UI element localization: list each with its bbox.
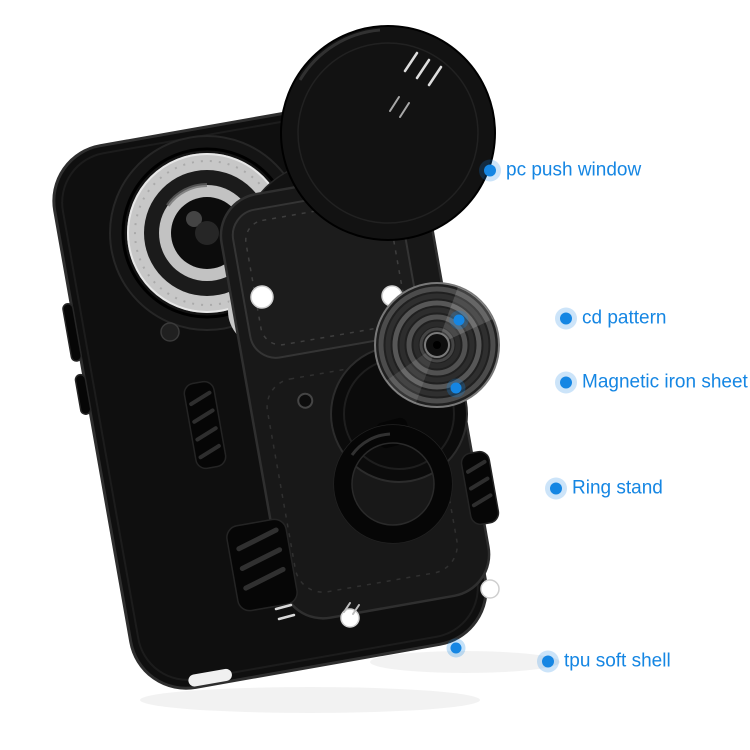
callout-cd-pattern: cd pattern xyxy=(560,309,667,328)
cd-pattern-disc xyxy=(374,282,500,408)
callout-pc-push-window: pc push window xyxy=(484,161,641,180)
anchor-dot-cd-pattern xyxy=(453,314,465,326)
case-markings xyxy=(274,602,360,621)
callout-dot-icon xyxy=(560,376,572,388)
callout-magnetic-iron-sheet: Magnetic iron sheet xyxy=(560,373,748,392)
side-button xyxy=(74,373,92,415)
callout-label: Ring stand xyxy=(572,477,663,499)
callout-ring-stand: Ring stand xyxy=(550,479,663,498)
callout-label: cd pattern xyxy=(582,307,667,329)
flash-led xyxy=(160,322,180,342)
anchor-dot-magnetic-sheet xyxy=(450,382,462,394)
callout-label: tpu soft shell xyxy=(564,650,671,672)
callout-dot-icon xyxy=(560,312,572,324)
side-button xyxy=(62,303,83,362)
charge-port-cutout xyxy=(188,668,232,687)
callout-label: Magnetic iron sheet xyxy=(582,371,748,393)
anchor-dot-tpu-shell xyxy=(450,642,462,654)
callout-dot-icon xyxy=(550,482,562,494)
callout-dot-icon xyxy=(484,164,496,176)
grip-texture-bottom xyxy=(226,518,298,612)
push-window-disc xyxy=(280,25,496,241)
callout-tpu-soft-shell: tpu soft shell xyxy=(542,652,671,671)
callout-label: pc push window xyxy=(506,159,642,181)
screw-dot xyxy=(297,392,314,409)
case-shadow xyxy=(140,651,560,713)
callout-dot-icon xyxy=(542,655,554,667)
grip-texture-left xyxy=(183,380,227,470)
grip-texture-right xyxy=(460,450,500,526)
ring-stand xyxy=(333,417,453,544)
